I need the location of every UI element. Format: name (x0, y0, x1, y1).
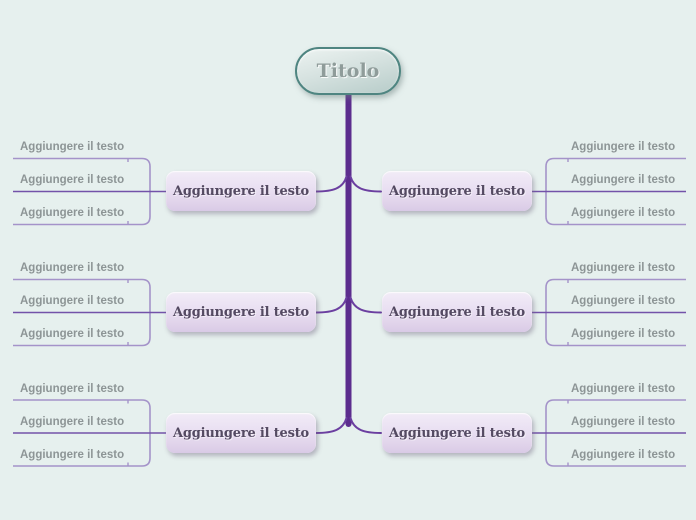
subtopic-label[interactable]: Aggiungere il testo (20, 174, 125, 186)
subtopic-label[interactable]: Aggiungere il testo (20, 141, 125, 153)
main-topic-node-left-2[interactable]: Aggiungere il testo (166, 292, 316, 332)
main-topic-node-right-2[interactable]: Aggiungere il testo (382, 292, 532, 332)
subtopic-label[interactable]: Aggiungere il testo (571, 295, 676, 307)
subtopic-label[interactable]: Aggiungere il testo (20, 328, 125, 340)
main-topic-node-right-3[interactable]: Aggiungere il testo (382, 413, 532, 453)
subtopic-label[interactable]: Aggiungere il testo (571, 416, 676, 428)
subtopic-label[interactable]: Aggiungere il testo (571, 207, 676, 219)
main-topic-node-left-1[interactable]: Aggiungere il testo (166, 171, 316, 211)
main-topic-node-left-3[interactable]: Aggiungere il testo (166, 413, 316, 453)
subtopic-label[interactable]: Aggiungere il testo (571, 174, 676, 186)
subtopic-label[interactable]: Aggiungere il testo (571, 449, 676, 461)
subtopic-label[interactable]: Aggiungere il testo (20, 416, 125, 428)
subtopic-label[interactable]: Aggiungere il testo (571, 141, 676, 153)
subtopic-label[interactable]: Aggiungere il testo (20, 295, 125, 307)
subtopic-label[interactable]: Aggiungere il testo (20, 449, 125, 461)
subtopic-label[interactable]: Aggiungere il testo (571, 383, 676, 395)
subtopic-label[interactable]: Aggiungere il testo (571, 262, 676, 274)
subtopic-label[interactable]: Aggiungere il testo (20, 207, 125, 219)
subtopic-label[interactable]: Aggiungere il testo (20, 383, 125, 395)
subtopic-label[interactable]: Aggiungere il testo (20, 262, 125, 274)
central-topic-node[interactable]: Titolo (295, 47, 401, 95)
subtopic-label[interactable]: Aggiungere il testo (571, 328, 676, 340)
main-topic-node-right-1[interactable]: Aggiungere il testo (382, 171, 532, 211)
